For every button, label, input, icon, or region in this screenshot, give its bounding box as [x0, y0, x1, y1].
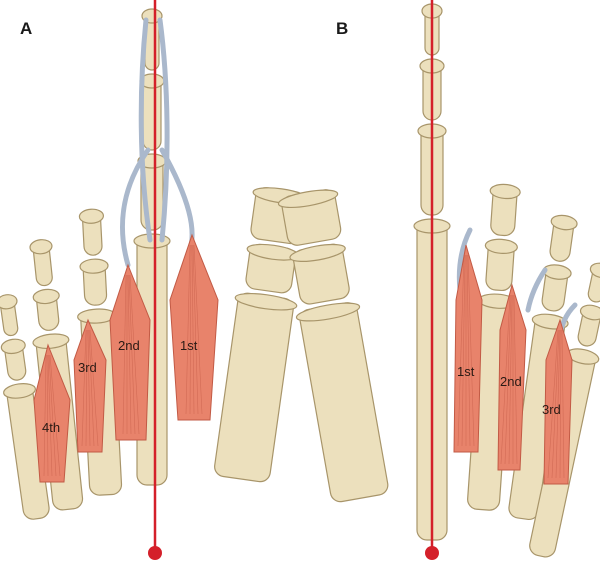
a-fifth-digit-joint-head [0, 294, 18, 310]
a-muscle-2nd-fiber [122, 274, 127, 435]
panel-b-axis-dot [425, 546, 439, 560]
b-muscle-1st-belly [453, 244, 483, 453]
a-muscle-1st [169, 233, 219, 421]
a-muscle-2nd-belly [109, 263, 151, 441]
a-first-digit-bone [214, 292, 294, 483]
b-muscle-1st-fiber [457, 254, 465, 447]
b-muscle-2nd-fiber [504, 294, 512, 465]
a-muscle-3rd [73, 318, 107, 453]
a-fourth-digit-joint-head [32, 333, 70, 350]
panel-a-muscle-2nd-label: 2nd [118, 338, 140, 353]
a-first-digit-joint-head [234, 293, 298, 311]
a-muscle-1st-fiber [189, 244, 192, 415]
a-muscle-3rd-belly [73, 318, 107, 453]
a-muscle-3rd-fiber [87, 329, 91, 447]
a-muscle-1st-fiber [193, 244, 203, 415]
a-tendons [120, 17, 195, 268]
a-muscle-1st-fiber [185, 244, 191, 415]
a-muscle-3rd-fiber [85, 329, 88, 447]
b-muscle-3rd-fiber [561, 329, 565, 479]
a-muscle-4th-belly [33, 343, 71, 483]
panel-a-muscle-1st-label: 1st [180, 338, 198, 353]
b-muscle-1st [453, 244, 483, 453]
a-third-digit-joint-head [78, 208, 105, 224]
b-fourth-digit-joint-head [550, 214, 578, 231]
axis-lines [148, 0, 439, 560]
b-muscle-1st-fiber [467, 254, 475, 447]
panel-b-muscle-2nd-label: 2nd [500, 374, 522, 389]
b-muscle-2nd-fiber [513, 294, 518, 465]
a-muscle-4th-fiber [47, 354, 53, 477]
a-muscle-3rd-fiber [89, 329, 99, 447]
interossei-muscles [33, 233, 573, 485]
b-muscle-2nd-belly [497, 283, 527, 471]
b-first-digit-joint-head [295, 302, 361, 322]
b-first-digit-joint-head [289, 243, 346, 262]
a-third-digit-joint-head [79, 258, 109, 274]
panel-a-muscle-4th-label: 4th [42, 420, 60, 435]
b-muscle-3rd [543, 318, 573, 485]
a-fifth-digit-joint-head [0, 338, 26, 355]
a-muscle-1st-belly [169, 233, 219, 421]
a-muscle-4th-fiber [46, 354, 49, 477]
panel-b-muscle-3rd-label: 3rd [542, 402, 561, 417]
b-muscle-3rd-fiber [555, 329, 561, 479]
b-muscle-2nd-fiber [508, 294, 513, 465]
a-fifth-digit-joint-head [3, 383, 37, 399]
panel-a-label: A [20, 19, 32, 38]
b-muscle-2nd [497, 283, 527, 471]
b-third-digit-joint-head [489, 183, 521, 200]
a-muscle-2nd-fiber [129, 274, 140, 435]
a-fourth-digit-joint-head [29, 239, 53, 255]
a-muscle-2nd-fiber [127, 274, 132, 435]
a-muscle-4th-fiber [49, 354, 61, 477]
b-first-digit-bone [299, 302, 389, 503]
b-fifth-digit-joint-head [579, 304, 600, 321]
b-muscle-3rd-fiber [551, 329, 560, 479]
a-muscle-4th [33, 343, 71, 483]
a-muscle-4th-fiber [43, 354, 47, 477]
b-muscle-1st-fiber [466, 254, 471, 447]
a-fifth-digit [0, 294, 50, 520]
b-muscle-3rd-fiber [547, 329, 559, 479]
a-muscle-1st-fiber [192, 244, 199, 415]
b-muscle-2nd-fiber [500, 294, 511, 465]
b-first-digit-joint-head [277, 189, 339, 209]
panel-b-muscle-1st-label: 1st [457, 364, 475, 379]
a-muscle-2nd [109, 263, 151, 441]
a-muscle-3rd-fiber [81, 329, 87, 447]
a-muscle-1st-fiber [191, 244, 195, 415]
a-fourth-digit-joint-head [32, 288, 60, 305]
a-muscle-2nd-fiber [128, 274, 136, 435]
a-muscle-4th-fiber [48, 354, 57, 477]
panel-a-muscle-3rd-label: 3rd [78, 360, 97, 375]
b-muscle-3rd-fiber [559, 329, 562, 479]
b-muscle-1st-fiber [461, 254, 466, 447]
panel-b-label: B [336, 19, 348, 38]
b-first-digit [277, 189, 389, 503]
panel-a-axis-dot [148, 546, 162, 560]
a-muscle-3rd-fiber [88, 329, 95, 447]
b-third-digit-joint-head [484, 238, 518, 254]
